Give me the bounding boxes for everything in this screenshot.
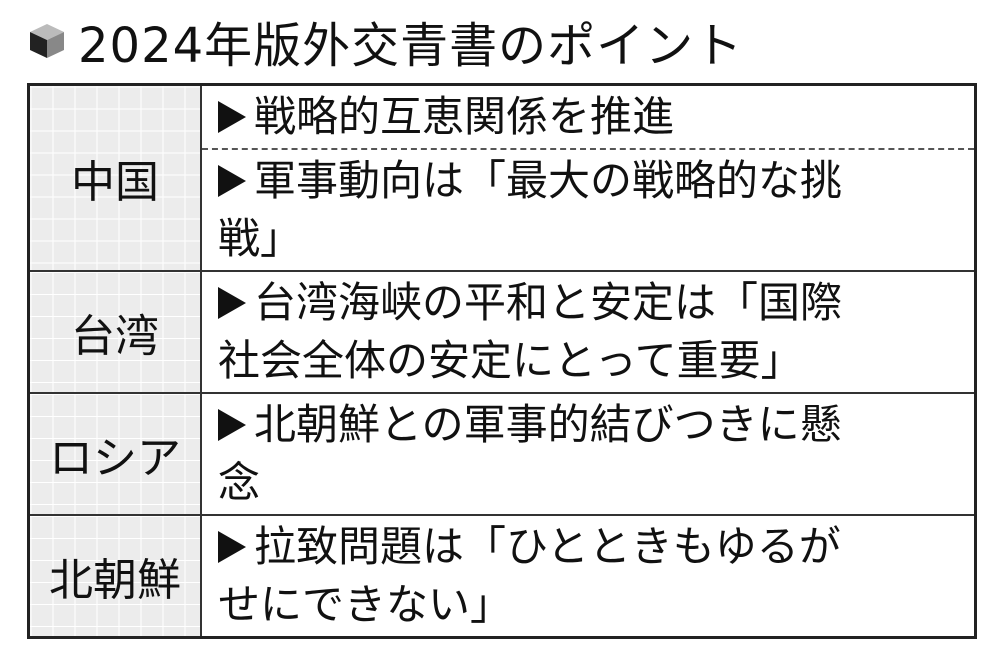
triangle-bullet-icon (218, 531, 246, 563)
item-text: 戦」 (218, 214, 303, 263)
item-line: 拉致問題は「ひとときもゆるが (218, 518, 966, 576)
triangle-bullet-icon (218, 409, 246, 441)
triangle-bullet-icon (218, 101, 246, 133)
item-line: 念 (218, 454, 966, 512)
triangle-bullet-icon (218, 287, 246, 319)
page-title: 2024年版外交青書のポイント (28, 6, 743, 76)
row-label: ロシア (27, 392, 202, 516)
list-item: 台湾海峡の平和と安定は「国際社会全体の安定にとって重要」 (202, 272, 974, 392)
triangle-bullet-icon (218, 165, 246, 197)
item-line: せにできない」 (218, 576, 966, 634)
list-item: 拉致問題は「ひとときもゆるがせにできない」 (202, 516, 974, 636)
item-line: 北朝鮮との軍事的結びつきに懸 (218, 396, 966, 454)
item-line: 戦略的互恵関係を推進 (218, 88, 966, 146)
item-text: 北朝鮮との軍事的結びつきに懸 (254, 400, 842, 449)
item-line: 軍事動向は「最大の戦略的な挑 (218, 152, 966, 210)
list-item: 戦略的互恵関係を推進 (202, 86, 974, 148)
item-line: 戦」 (218, 210, 966, 268)
row-label: 北朝鮮 (27, 514, 202, 639)
table-row: 北朝鮮拉致問題は「ひとときもゆるがせにできない」 (27, 514, 977, 639)
table-row: ロシア北朝鮮との軍事的結びつきに懸念 (27, 392, 977, 516)
item-text: 念 (218, 458, 261, 507)
points-table: 中国戦略的互恵関係を推進軍事動向は「最大の戦略的な挑戦」台湾台湾海峡の平和と安定… (27, 83, 977, 639)
item-text: 社会全体の安定にとって重要」 (218, 336, 803, 385)
item-text: 軍事動向は「最大の戦略的な挑 (254, 156, 843, 205)
item-line: 社会全体の安定にとって重要」 (218, 332, 966, 390)
cube-icon (28, 22, 66, 60)
row-content: 台湾海峡の平和と安定は「国際社会全体の安定にとって重要」 (200, 270, 977, 394)
title-text: 2024年版外交青書のポイント (78, 18, 744, 74)
item-text: 戦略的互恵関係を推進 (254, 92, 675, 141)
row-label: 台湾 (27, 270, 202, 394)
item-text: 拉致問題は「ひとときもゆるが (254, 522, 841, 571)
row-label: 中国 (27, 83, 202, 272)
table-row: 中国戦略的互恵関係を推進軍事動向は「最大の戦略的な挑戦」 (27, 83, 977, 272)
item-text: 台湾海峡の平和と安定は「国際 (254, 278, 843, 327)
list-item: 軍事動向は「最大の戦略的な挑戦」 (202, 148, 974, 270)
row-content: 戦略的互恵関係を推進軍事動向は「最大の戦略的な挑戦」 (200, 83, 977, 272)
table-row: 台湾台湾海峡の平和と安定は「国際社会全体の安定にとって重要」 (27, 270, 977, 394)
row-content: 拉致問題は「ひとときもゆるがせにできない」 (200, 514, 977, 639)
item-text: せにできない」 (218, 580, 513, 629)
list-item: 北朝鮮との軍事的結びつきに懸念 (202, 394, 974, 514)
row-content: 北朝鮮との軍事的結びつきに懸念 (200, 392, 977, 516)
item-line: 台湾海峡の平和と安定は「国際 (218, 274, 966, 332)
